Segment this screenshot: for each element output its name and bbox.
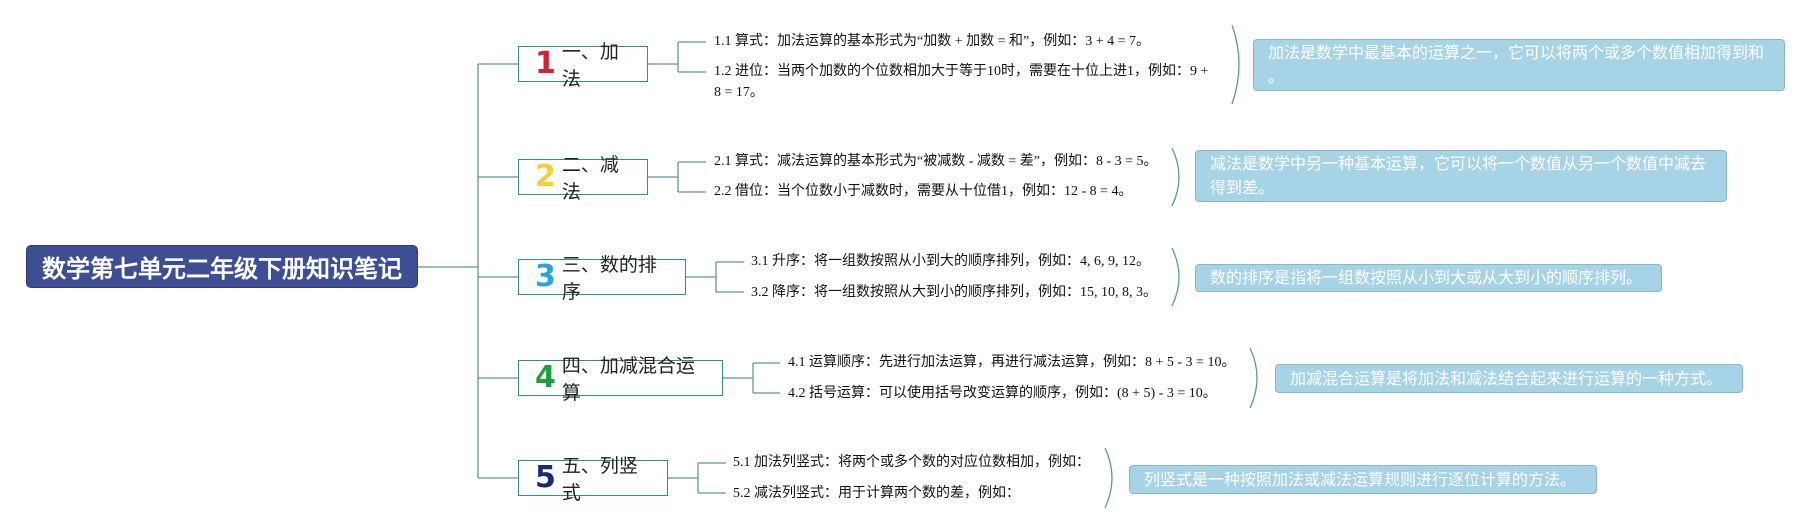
leaf-5-1: 5.1 加法列竖式：将两个或多个数的对应位数相加，例如： <box>733 455 1090 470</box>
leaf-4-1: 4.1 运算顺序：先进行加法运算，再进行减法运算，例如：8 + 5 - 3 = … <box>788 355 1236 370</box>
leaf-5-2: 5.2 减法列竖式：用于计算两个数的差，例如： <box>733 486 1020 501</box>
branch-title: 三、数的排序 <box>561 254 657 303</box>
branch-title: 二、减法 <box>561 154 619 203</box>
leaf-2-2: 2.2 借位：当个位数小于减数时，需要从十位借1，例如：12 - 8 = 4。 <box>714 184 1133 199</box>
note-addition: 加法是数学中最基本的运算之一，它可以将两个或多个数值相加得到和 。 <box>1253 39 1785 91</box>
number-5-icon: 5 <box>535 460 556 495</box>
leaf-1-2-cont: 8 = 17。 <box>714 85 764 100</box>
leaf-3-1: 3.1 升序：将一组数按照从小到大的顺序排列，例如：4, 6, 9, 12。 <box>751 254 1150 269</box>
number-2-icon: 2 <box>535 159 556 194</box>
number-3-icon: 3 <box>535 259 556 294</box>
note-vertical-form: 列竖式是一种按照加法或减法运算规则进行逐位计算的方法。 <box>1129 465 1597 494</box>
note-sorting: 数的排序是指将一组数按照从小到大或从大到小的顺序排列。 <box>1195 264 1662 292</box>
branch-vertical-form[interactable]: 5 五、列竖式 <box>518 455 668 504</box>
leaf-4-2: 4.2 括号运算：可以使用括号改变运算的顺序，例如：(8 + 5) - 3 = … <box>788 386 1217 401</box>
branch-sorting[interactable]: 3 三、数的排序 <box>518 254 686 303</box>
note-text-cont: 得到差。 <box>1210 178 1275 197</box>
branch-addition[interactable]: 1 一、加法 <box>518 41 648 90</box>
branch-title: 四、加减混合运算 <box>561 355 695 404</box>
leaf-3-2: 3.2 降序：将一组数按照从大到小的顺序排列，例如：15, 10, 8, 3。 <box>751 285 1157 300</box>
leaf-1-1: 1.1 算式：加法运算的基本形式为“加数 + 加数 = 和”，例如：3 + 4 … <box>714 34 1151 49</box>
branch-title: 五、列竖式 <box>561 455 638 504</box>
note-text: 加法是数学中最基本的运算之一，它可以将两个或多个数值相加得到和 <box>1268 43 1765 62</box>
leaf-1-2: 1.2 进位：当两个加数的个位数相加大于等于10时，需要在十位上进1，例如：9 … <box>714 64 1209 79</box>
branch-mixed-operations[interactable]: 4 四、加减混合运算 <box>518 355 723 404</box>
leaf-2-1: 2.1 算式：减法运算的基本形式为“被减数 - 减数 = 差”，例如：8 - 3… <box>714 154 1158 169</box>
note-text-cont: 。 <box>1268 67 1285 86</box>
number-1-icon: 1 <box>535 46 556 81</box>
note-text: 减法是数学中另一种基本运算，它可以将一个数值从另一个数值中减去 <box>1210 154 1707 173</box>
note-mixed-operations: 加减混合运算是将加法和减法结合起来进行运算的一种方式。 <box>1275 364 1743 393</box>
root-title[interactable]: 数学第七单元二年级下册知识笔记 <box>26 245 418 288</box>
number-4-icon: 4 <box>535 360 556 395</box>
note-subtraction: 减法是数学中另一种基本运算，它可以将一个数值从另一个数值中减去 得到差。 <box>1195 150 1727 202</box>
branch-title: 一、加法 <box>561 41 619 90</box>
branch-subtraction[interactable]: 2 二、减法 <box>518 154 648 203</box>
